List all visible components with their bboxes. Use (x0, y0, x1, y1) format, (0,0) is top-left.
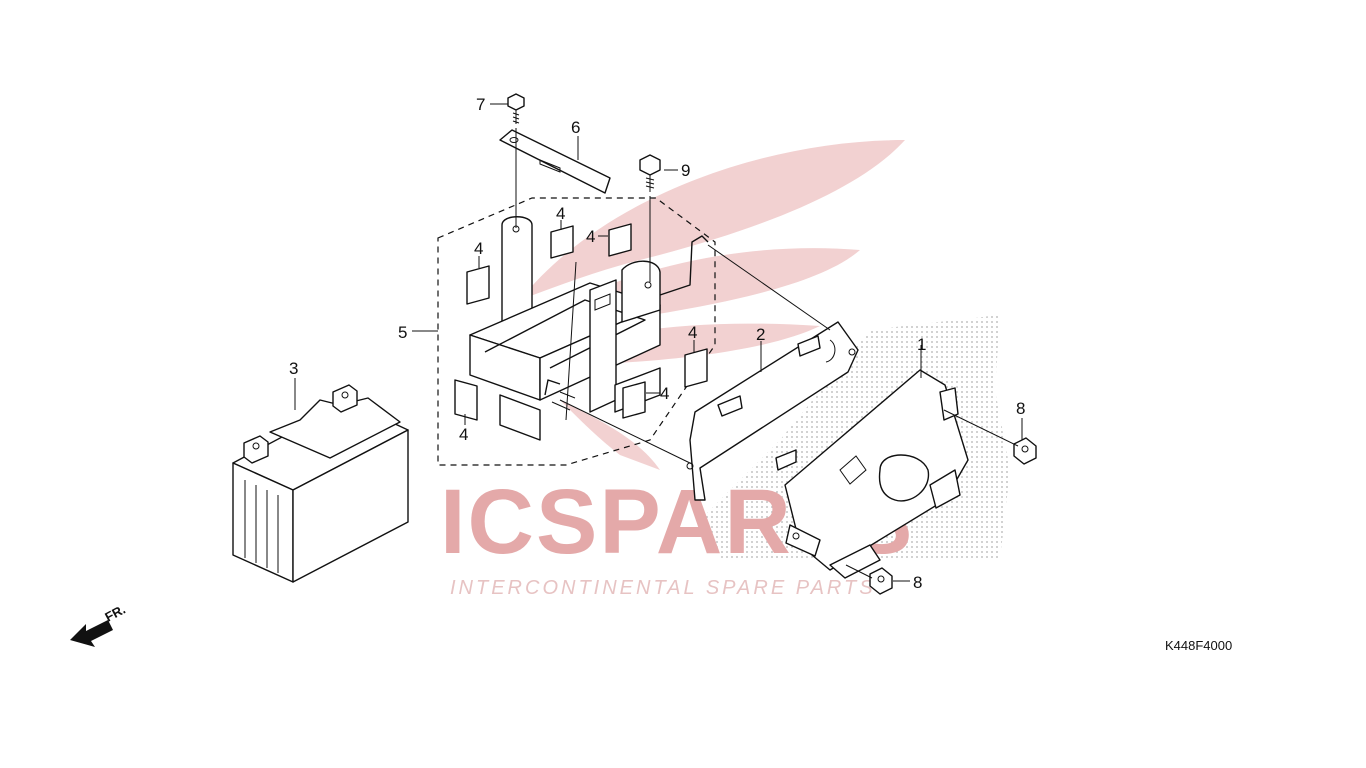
callout-6: 6 (571, 118, 580, 137)
rubber-pad-group (454, 223, 708, 421)
nut-part (1013, 437, 1037, 465)
diagram-code: K448F4000 (1165, 638, 1232, 653)
callout-3: 3 (289, 359, 298, 378)
bolt-7-part (507, 93, 525, 124)
callout-4: 4 (474, 239, 483, 258)
rubber-pad (466, 265, 490, 305)
rubber-pad (608, 223, 632, 257)
battery-part (232, 384, 409, 583)
callout-5: 5 (398, 323, 407, 342)
callout-7: 7 (476, 95, 485, 114)
kit-outline (437, 197, 716, 466)
leader-lines (294, 103, 1023, 582)
control-unit-part (784, 369, 969, 579)
battery-terminal-positive (332, 384, 358, 413)
nut-part (869, 567, 893, 595)
callout-8: 8 (913, 573, 922, 592)
rubber-pad (684, 348, 708, 388)
callout-4: 4 (459, 425, 468, 444)
battery-terminal-negative (243, 435, 269, 464)
callout-4: 4 (586, 227, 595, 246)
watermark-tagline: INTERCONTINENTAL SPARE PARTS (450, 577, 876, 599)
callout-2: 2 (756, 325, 765, 344)
callout-labels: 1 2 3 4 4 4 4 4 4 5 6 7 8 8 9 (289, 95, 1025, 592)
callout-4: 4 (556, 204, 565, 223)
front-arrow-icon (70, 620, 113, 647)
callout-4: 4 (660, 384, 669, 403)
rubber-pad (454, 379, 478, 421)
callout-8: 8 (1016, 399, 1025, 418)
callout-4: 4 (688, 323, 697, 342)
cover-plate-part (686, 321, 859, 501)
callout-9: 9 (681, 161, 690, 180)
rubber-pad (550, 225, 574, 259)
callout-1: 1 (917, 335, 926, 354)
battery-strap-part (499, 129, 611, 194)
battery-holder-bracket (469, 216, 709, 441)
front-direction-indicator: FR. (70, 602, 128, 647)
bolt-9-part (639, 154, 661, 192)
rubber-pad (622, 381, 646, 419)
